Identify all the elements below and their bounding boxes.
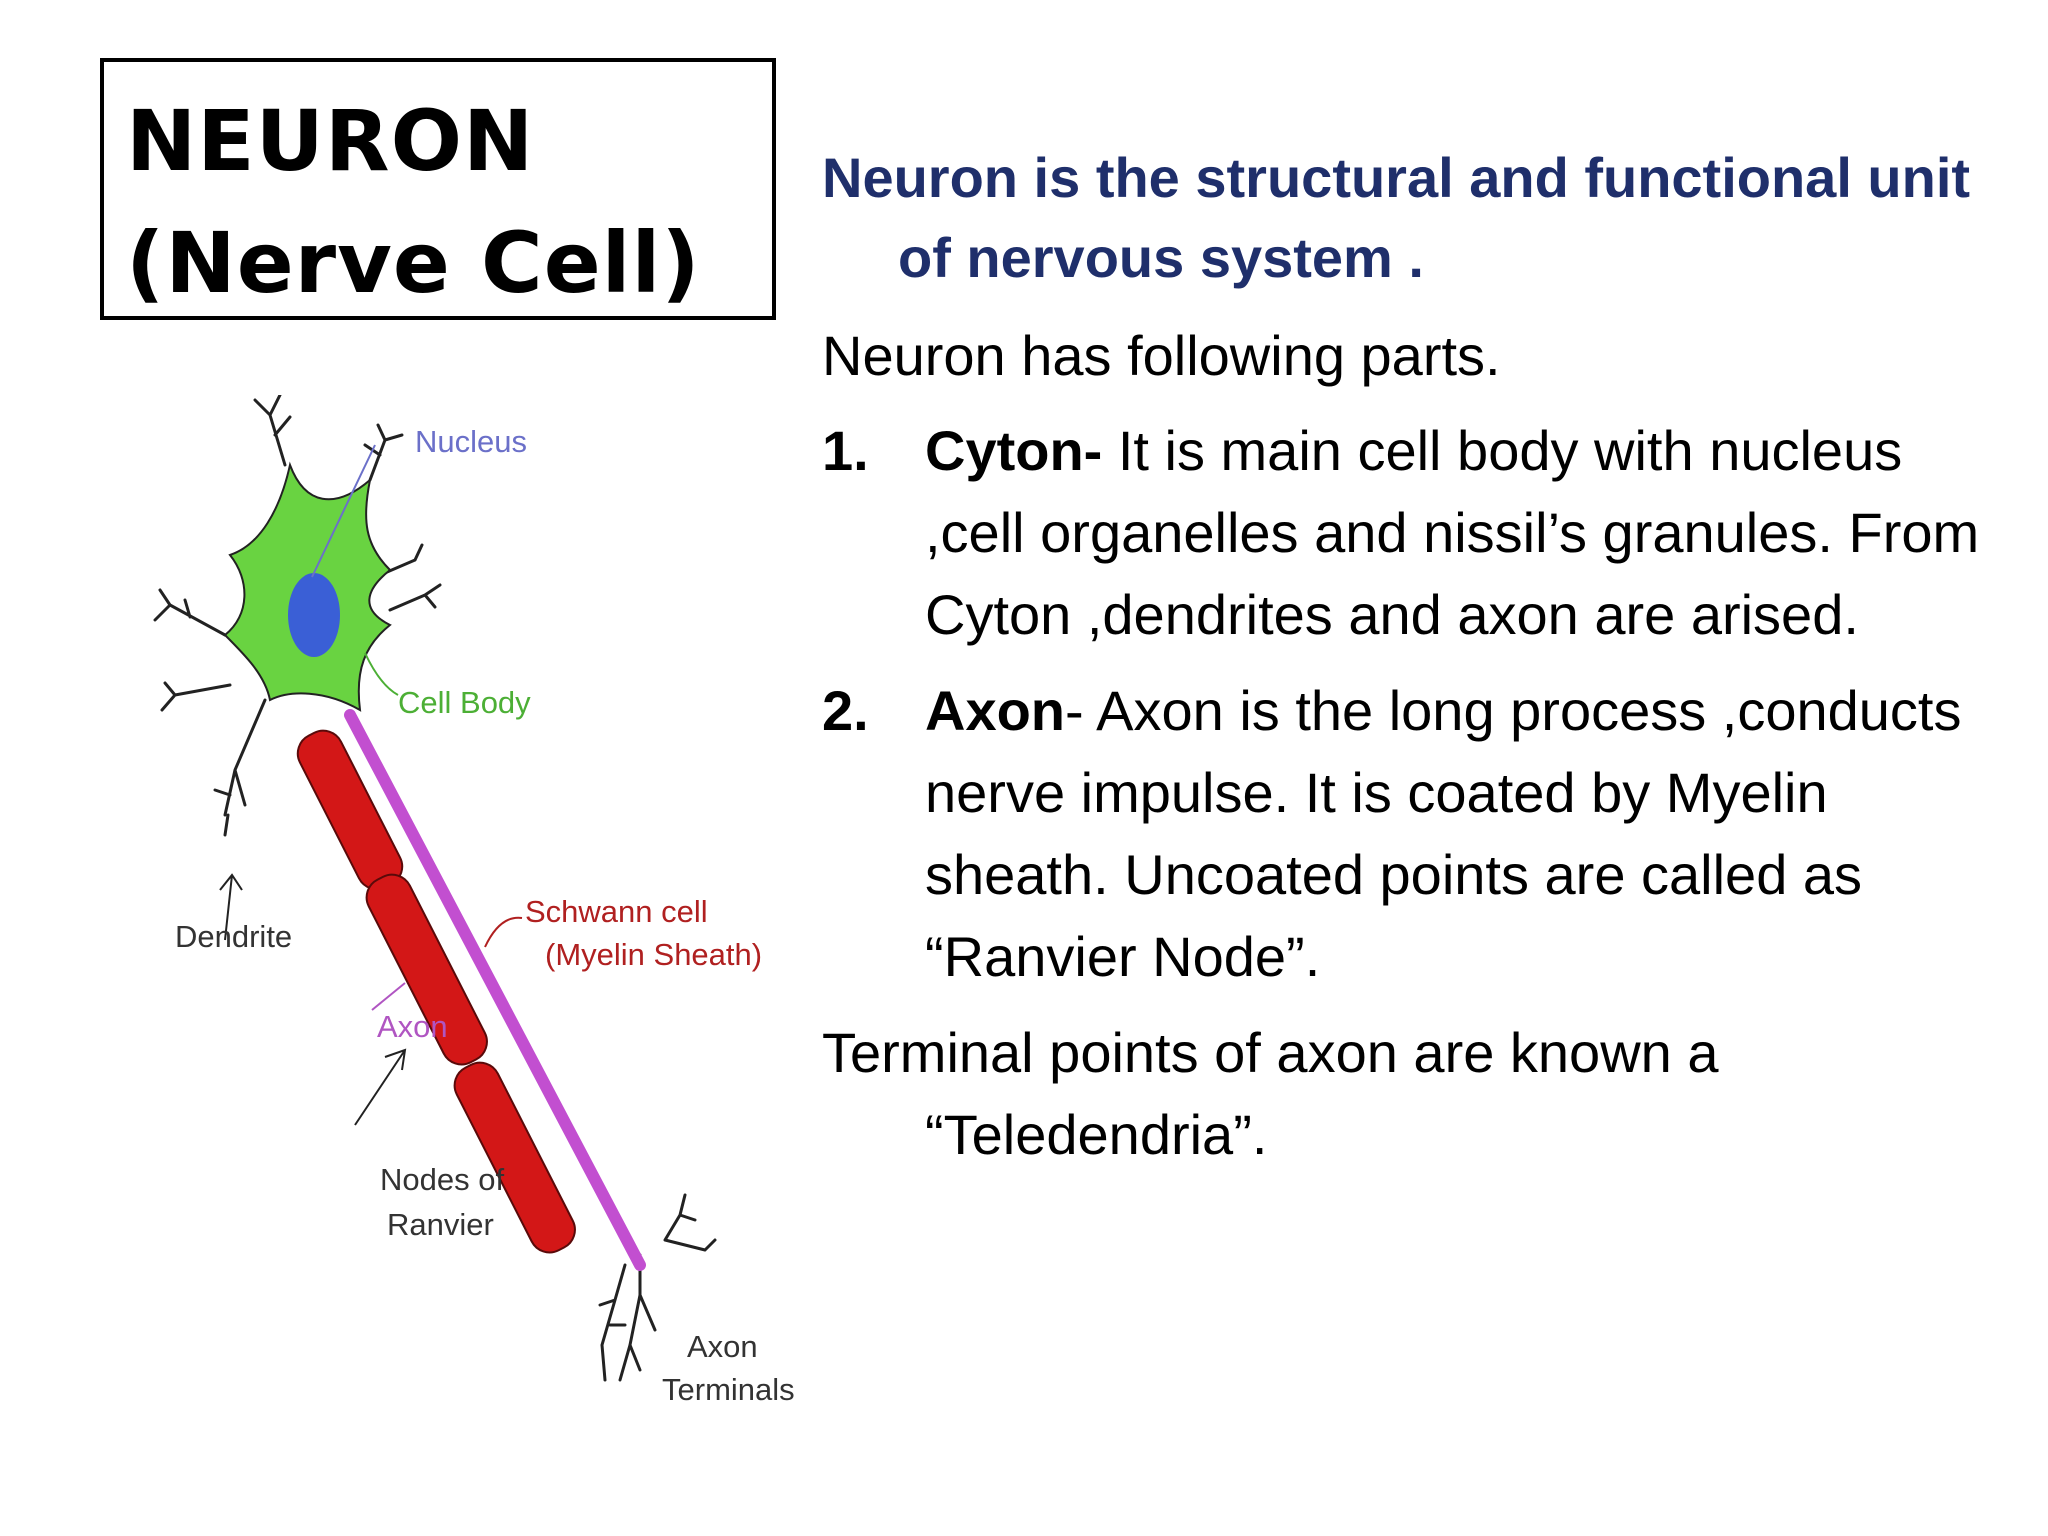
nucleus-leader xyxy=(311,444,376,578)
axon-leader xyxy=(371,982,406,1011)
neuron-diagram: Nucleus Cell Body Dendrite Schwann cell … xyxy=(140,395,800,1430)
schwann-leader xyxy=(484,916,523,948)
item-number: 1. xyxy=(822,419,869,482)
item-number: 2. xyxy=(822,679,869,742)
closing-statement: Terminal points of axon are known a “Tel… xyxy=(822,1021,1719,1166)
list-item-cyton: 1. Cyton- It is main cell body with nucle… xyxy=(822,410,2012,656)
intro-line: Neuron has following parts. xyxy=(822,324,1501,387)
cell-body-leader xyxy=(364,652,399,696)
item-term: Cyton- xyxy=(925,419,1103,482)
title-line-2: (Nerve Cell) xyxy=(126,214,701,312)
label-terminals-2: Terminals xyxy=(662,1372,795,1407)
item-term: Axon xyxy=(925,679,1065,742)
label-schwann-2: (Myelin Sheath) xyxy=(545,937,762,972)
axon-core xyxy=(347,712,643,1268)
label-axon: Axon xyxy=(377,1009,448,1044)
label-nodes-2: Ranvier xyxy=(387,1207,494,1242)
item-text: It is main cell body with nucleus ,cell … xyxy=(925,419,1980,646)
lead-statement: Neuron is the structural and functional … xyxy=(822,146,1971,289)
myelin-sheath xyxy=(296,729,576,1254)
label-schwann-1: Schwann cell xyxy=(525,894,708,929)
label-dendrite: Dendrite xyxy=(175,919,292,954)
title-line-1: NEURON xyxy=(126,92,535,190)
label-nucleus: Nucleus xyxy=(415,424,527,459)
item-text: - Axon is the long process ,conducts ner… xyxy=(925,679,1962,988)
list-item-axon: 2. Axon- Axon is the long process ,conduc… xyxy=(822,670,2012,998)
title-box: NEURON (Nerve Cell) xyxy=(100,58,776,320)
label-terminals-1: Axon xyxy=(687,1329,758,1364)
label-nodes-1: Nodes of xyxy=(380,1162,504,1197)
nucleus-shape xyxy=(288,573,340,657)
content: Neuron is the structural and functional … xyxy=(822,138,2012,1176)
nodes-arrow xyxy=(354,1048,407,1126)
dendrite-arrow xyxy=(219,873,243,941)
label-cell-body: Cell Body xyxy=(398,685,531,720)
